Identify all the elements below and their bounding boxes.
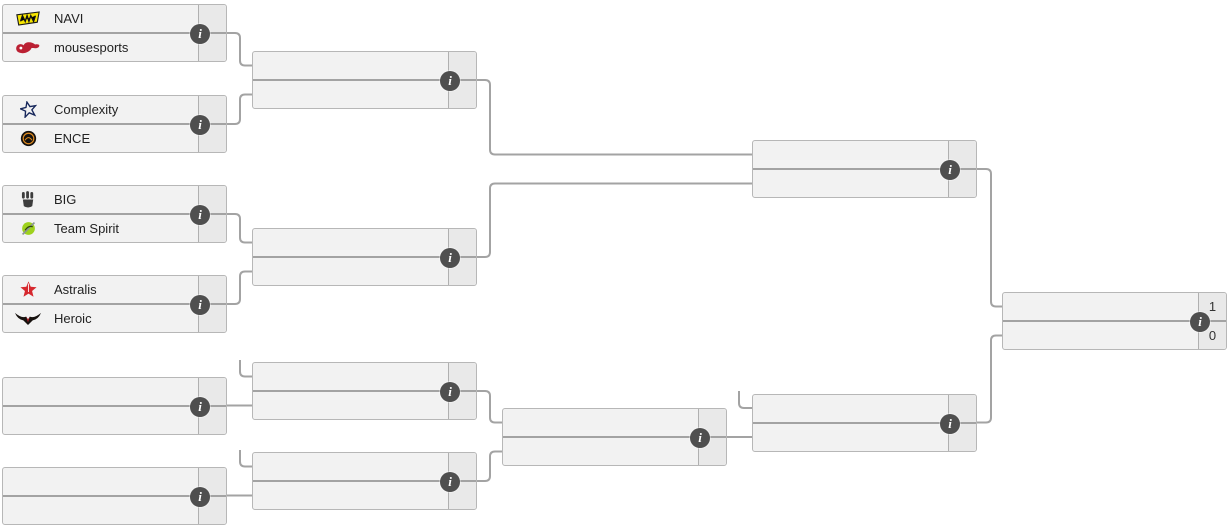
astralis-logo [11,281,45,298]
team-slot: 0 [1003,322,1226,349]
info-icon[interactable]: i [440,248,460,268]
mousesports-logo [11,40,45,56]
ence-logo [11,130,45,147]
match-ub-semifinal-1: i [252,51,477,109]
info-icon[interactable]: i [190,115,210,135]
match-ub-semifinal-2: i [252,228,477,286]
match-lb-round2-2: i [252,452,477,510]
team-spirit-logo [11,220,45,237]
match-divider [3,213,226,215]
match-divider [753,168,976,170]
match-ub-quarterfinal-2: Complexity ENCE i [2,95,227,153]
match-divider [3,494,226,497]
match-divider [753,421,976,424]
match-divider [253,390,476,392]
big-logo [11,191,45,208]
team-name: NAVI [54,11,84,26]
info-icon[interactable]: i [440,71,460,91]
team-name: ENCE [54,131,91,146]
info-icon[interactable]: i [190,396,210,417]
match-lb-round2-1: i [252,362,477,420]
match-divider [3,404,226,407]
info-icon[interactable]: i [1190,312,1210,332]
info-icon[interactable]: i [190,486,210,507]
match-ub-quarterfinal-1: NAVI mousesports i [2,4,227,62]
match-divider [1003,320,1226,322]
info-icon[interactable]: i [190,295,210,315]
info-icon[interactable]: i [690,428,710,448]
match-lb-final: i [752,393,977,452]
info-icon[interactable]: i [190,205,210,225]
match-lb-round1-1: i [2,376,227,435]
info-icon[interactable]: i [190,24,210,44]
info-icon[interactable]: i [940,160,960,180]
match-divider [253,79,476,81]
match-divider [503,436,726,438]
match-divider [3,303,226,305]
info-icon[interactable]: i [940,413,960,434]
match-grand-final: 1 0 i [1002,292,1227,350]
team-slot [253,363,476,390]
team-name: Astralis [54,282,97,297]
score-cell [448,363,476,390]
match-divider [253,480,476,482]
match-ub-quarterfinal-4: Astralis Heroic i [2,275,227,333]
match-divider [3,32,226,34]
navi-logo [11,11,45,26]
match-ub-quarterfinal-3: BIG Team Spirit i [2,185,227,243]
match-lb-round1-2: i [2,466,227,525]
match-divider [253,256,476,258]
team-slot: BIG [3,186,226,213]
score-cell: 0 [1198,322,1226,349]
match-ub-final: i [752,140,977,198]
info-icon[interactable]: i [440,472,460,492]
team-name: mousesports [54,40,129,55]
match-lb-round3: i [502,408,727,466]
info-icon[interactable]: i [440,382,460,402]
heroic-logo [11,311,45,326]
match-divider [3,123,226,125]
team-name: Team Spirit [54,221,120,236]
team-name: Heroic [54,311,92,326]
team-name: Complexity [54,102,119,117]
team-name: BIG [54,192,77,207]
complexity-logo [11,101,45,118]
